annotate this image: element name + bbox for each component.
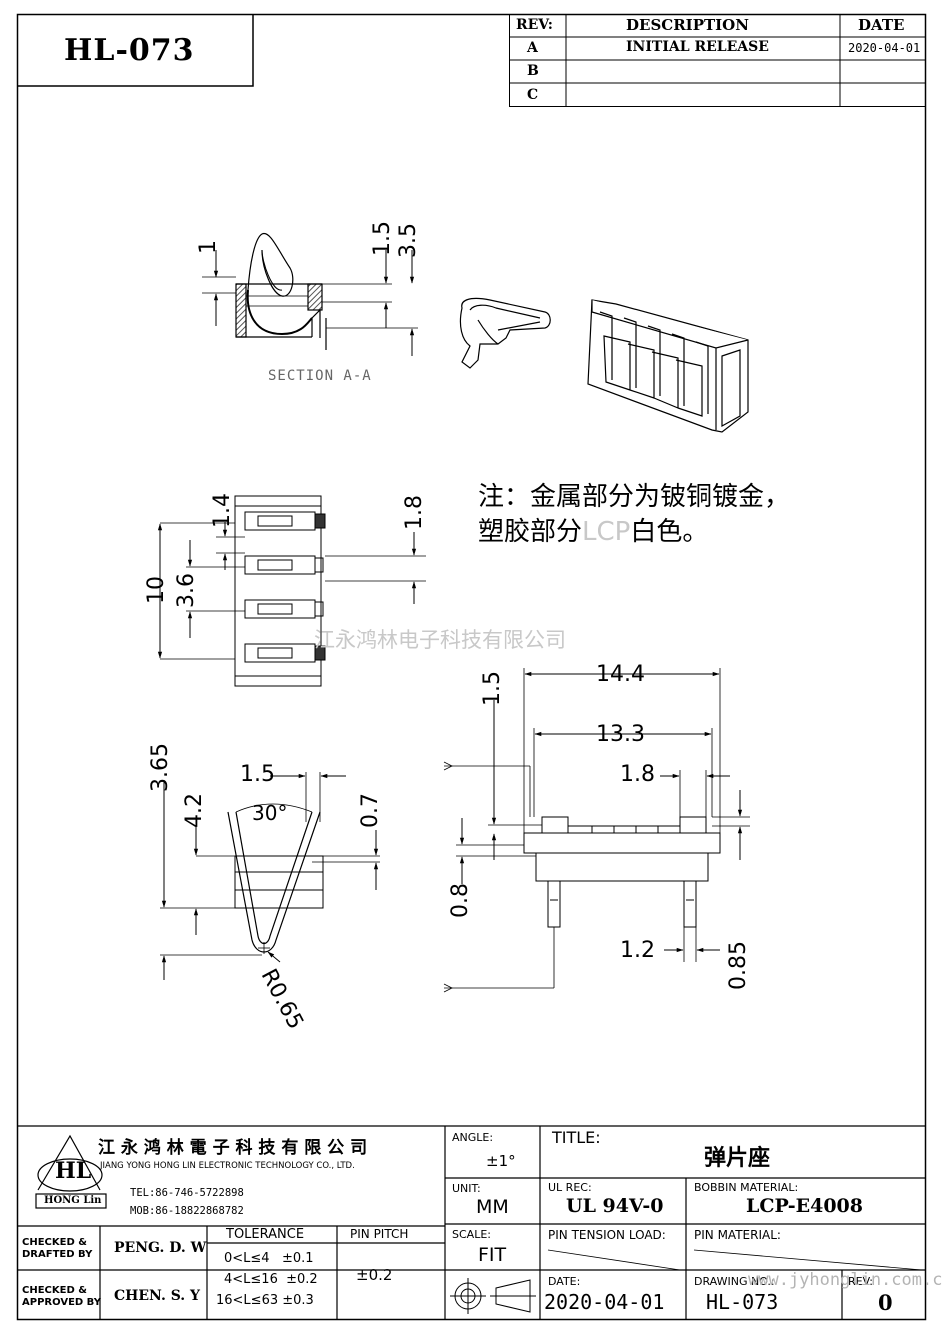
front-view [443, 668, 750, 993]
checked-drafted-label-2: DRAFTED BY [22, 1249, 93, 1260]
dim-side-30-deg: 30° [252, 801, 288, 825]
scale-label: SCALE: [452, 1228, 491, 1241]
dim-top-10: 10 [144, 576, 169, 604]
checked-approved-label-1: CHECKED & [22, 1285, 87, 1296]
tolerance-label: TOLERANCE [226, 1227, 305, 1242]
sheet-border [16, 13, 927, 1321]
dim-side-4-2: 4.2 [182, 793, 207, 828]
logo-caption: HONG Lin [44, 1195, 102, 1206]
section-a-a-view [202, 232, 418, 350]
note-line-2-part-c: 白色。 [630, 517, 709, 547]
logo-letters: HL [55, 1158, 92, 1184]
rev-label: REV: [848, 1275, 873, 1288]
note-line-2: 塑胶部分LCP白色。 [478, 519, 708, 545]
rev-row-a-description: INITIAL RELEASE [626, 39, 769, 55]
part-number-title: HL-073 [64, 33, 195, 68]
part-no-box [17, 14, 254, 87]
unit-label: UNIT: [452, 1182, 481, 1195]
unit-value: MM [476, 1196, 509, 1218]
bobbin-material-label: BOBBIN MATERIAL: [694, 1181, 799, 1194]
drawing-no-label: DRAWING NO.: [694, 1275, 775, 1288]
projection-symbol-icon [450, 1278, 536, 1314]
checked-approved-label-2: APPROVED BY [22, 1297, 101, 1308]
company-logo-mark [35, 1134, 107, 1209]
dim-side-3-65: 3.65 [148, 743, 173, 792]
note-line-1: 注：金属部分为铍铜镀金， [478, 482, 791, 512]
rev-row-b-rev: B [527, 63, 539, 79]
dim-front-14-4: 14.4 [596, 662, 645, 687]
angle-value: ±1° [486, 1152, 516, 1170]
dim-sec-3-5: 3.5 [396, 223, 421, 258]
company-tel: TEL:86-746-5722898 [130, 1187, 244, 1199]
company-name-cn: 江 永 鸿 林 電 子 科 技 有 限 公 司 [98, 1138, 368, 1158]
tolerance-row-2: 4<L≤16 ±0.2 [224, 1272, 318, 1287]
rev-table-lines [509, 14, 926, 107]
dim-front-0-85: 0.85 [726, 941, 751, 990]
tolerance-row-1: 0<L≤4 ±0.1 [224, 1251, 314, 1266]
isometric-housing [587, 299, 749, 433]
dim-side-1-5: 1.5 [240, 762, 275, 787]
dim-top-1-4: 1.4 [210, 493, 235, 528]
angle-label: ANGLE: [452, 1131, 494, 1144]
pin-pitch-value: ±0.2 [356, 1266, 393, 1284]
title-value: 弹片座 [704, 1146, 771, 1171]
rev-row-a-date: 2020-04-01 [848, 41, 921, 55]
isometric-spring-clip [459, 297, 551, 369]
title-block-lines [17, 1125, 925, 1319]
scale-value: FIT [478, 1244, 507, 1266]
date-value: 2020-04-01 [544, 1290, 665, 1314]
checked-drafted-label-1: CHECKED & [22, 1237, 87, 1248]
dim-top-1-8: 1.8 [402, 495, 427, 530]
bobbin-material-value: LCP-E4008 [746, 1195, 863, 1217]
note-line-2-part-a: 塑胶部分 [478, 517, 583, 547]
company-mob: MOB:86-18822868782 [130, 1205, 244, 1217]
tolerance-row-3: 16<L≤63 ±0.3 [216, 1293, 314, 1308]
company-name-en: JIANG YONG HONG LIN ELECTRONIC TECHNOLOG… [100, 1161, 355, 1171]
date-label: DATE: [548, 1275, 581, 1288]
rev-header: REV: [516, 17, 553, 33]
dim-sec-1: 1 [196, 240, 221, 254]
dim-front-1-8: 1.8 [620, 762, 655, 787]
description-header: DESCRIPTION [626, 16, 749, 34]
date-header: DATE [858, 16, 905, 34]
ul-rec-label: UL REC: [548, 1181, 592, 1194]
checked-drafted-value: PENG. D. W [114, 1240, 207, 1256]
dim-top-3-6: 3.6 [174, 573, 199, 608]
pin-pitch-label: PIN PITCH [350, 1227, 409, 1241]
checked-approved-value: CHEN. S. Y [114, 1288, 201, 1304]
pin-tension-label: PIN TENSION LOAD: [548, 1228, 666, 1242]
dim-front-13-3: 13.3 [596, 722, 645, 747]
title-label: TITLE: [552, 1128, 601, 1147]
ul-rec-value: UL 94V-0 [566, 1195, 664, 1217]
dim-front-0-8: 0.8 [448, 883, 473, 918]
rev-row-a-rev: A [527, 40, 538, 56]
rev-row-c-rev: C [527, 87, 539, 103]
dim-front-1-5: 1.5 [480, 671, 505, 706]
side-view [160, 772, 380, 956]
dim-sec-1-5: 1.5 [370, 221, 395, 256]
website-watermark: www.jyhonglin.com.cn [748, 1270, 943, 1290]
rev-value: 0 [878, 1290, 893, 1315]
pin-material-label: PIN MATERIAL: [694, 1228, 781, 1242]
top-view [160, 495, 426, 687]
drawing-no-value: HL-073 [706, 1290, 779, 1314]
note-line-2-lcp: LCP [582, 517, 631, 547]
company-watermark: 江永鸿林电子科技有限公司 [314, 628, 566, 652]
section-label: SECTION A-A [268, 368, 372, 384]
dim-front-1-2: 1.2 [620, 938, 655, 963]
dim-side-0-7: 0.7 [358, 793, 383, 828]
